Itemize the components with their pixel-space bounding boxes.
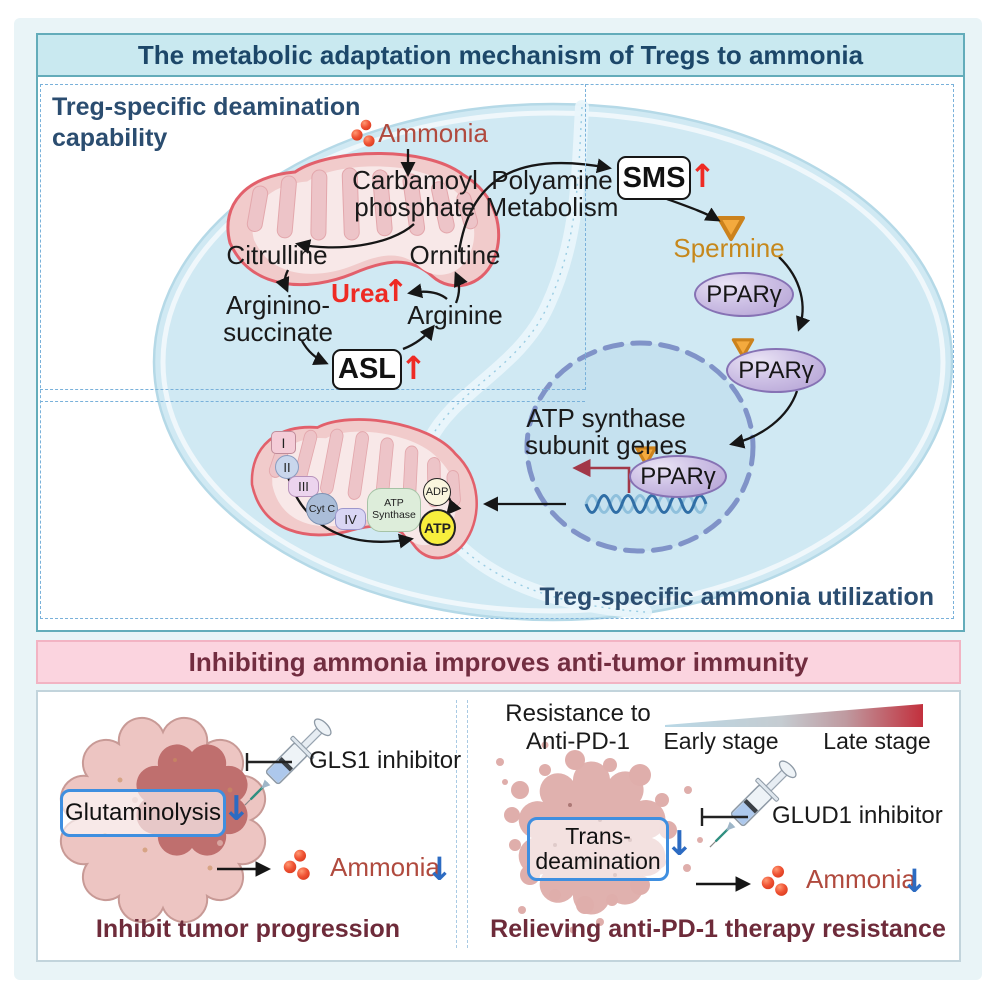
atp-synthase-blob: ATP Synthase bbox=[367, 488, 421, 532]
pparg-ellipse-1: PPARγ bbox=[694, 272, 794, 317]
arginine-label: Arginine bbox=[407, 300, 503, 330]
deamination-section-title: Treg-specific deamination capability bbox=[52, 93, 361, 152]
late-stage-label: Late stage bbox=[823, 728, 931, 754]
spermine-label: Spermine bbox=[673, 233, 785, 263]
bottom-panel-title-bar: Inhibiting ammonia improves anti-tumor i… bbox=[36, 640, 961, 684]
glutaminolysis-box: Glutaminolysis bbox=[60, 789, 226, 837]
complex-iv: IV bbox=[335, 508, 366, 530]
transdeamination-box: Trans- deamination bbox=[527, 817, 669, 881]
urea-increase-arrow-icon: ↑ bbox=[383, 274, 409, 309]
top-panel-title-bar: The metabolic adaptation mechanism of Tr… bbox=[36, 33, 965, 77]
urea-label: Urea bbox=[331, 278, 389, 308]
ammonia-label-left: Ammonia bbox=[330, 852, 440, 882]
asl-box: ASL bbox=[332, 349, 402, 390]
top-panel-title: The metabolic adaptation mechanism of Tr… bbox=[137, 39, 864, 70]
glutaminolysis-decrease-arrow-icon: ↓ bbox=[222, 789, 251, 829]
gls1-inhibitor-label: GLS1 inhibitor bbox=[309, 747, 462, 774]
pparg-ellipse-2: PPARγ bbox=[726, 348, 826, 393]
cytochrome-c: Cyt C bbox=[306, 493, 338, 525]
transdeamination-decrease-arrow-icon: ↓ bbox=[665, 824, 694, 864]
argininosuccinate-label: Arginino- succinate bbox=[223, 290, 333, 348]
glud1-inhibitor-label: GLUD1 inhibitor bbox=[772, 802, 943, 829]
asl-increase-arrow-icon: ↑ bbox=[400, 349, 427, 387]
sms-box: SMS bbox=[617, 156, 691, 200]
ammonia-decrease-arrow-icon-right: ↓ bbox=[901, 862, 928, 900]
resistance-label: Resistance to Anti-PD-1 bbox=[505, 700, 651, 755]
ornitine-label: Ornitine bbox=[409, 240, 501, 270]
utilization-section-title: Treg-specific ammonia utilization bbox=[539, 583, 934, 611]
inhibit-tumor-caption: Inhibit tumor progression bbox=[95, 915, 401, 943]
pparg-ellipse-3: PPARγ bbox=[629, 455, 727, 498]
relieving-resistance-caption: Relieving anti-PD-1 therapy resistance bbox=[490, 915, 946, 943]
atp-synthase-genes-label: ATP synthase subunit genes bbox=[525, 403, 687, 461]
citrulline-label: Citrulline bbox=[226, 240, 328, 270]
atp-circle: ATP bbox=[419, 509, 456, 546]
adp-circle: ADP bbox=[423, 478, 451, 506]
sms-increase-arrow-icon: ↑ bbox=[689, 157, 716, 195]
early-stage-label: Early stage bbox=[663, 728, 779, 754]
bottom-panel-title: Inhibiting ammonia improves anti-tumor i… bbox=[188, 646, 809, 677]
polyamine-metabolism-label: Polyamine Metabolism bbox=[485, 165, 619, 223]
complex-i: I bbox=[271, 431, 296, 454]
ammonia-label-right: Ammonia bbox=[806, 864, 916, 894]
ammonia-decrease-arrow-icon: ↓ bbox=[426, 850, 453, 888]
ammonia-label: Ammonia bbox=[378, 118, 488, 148]
carbamoyl-phosphate-label: Carbamoyl phosphate bbox=[352, 165, 478, 223]
